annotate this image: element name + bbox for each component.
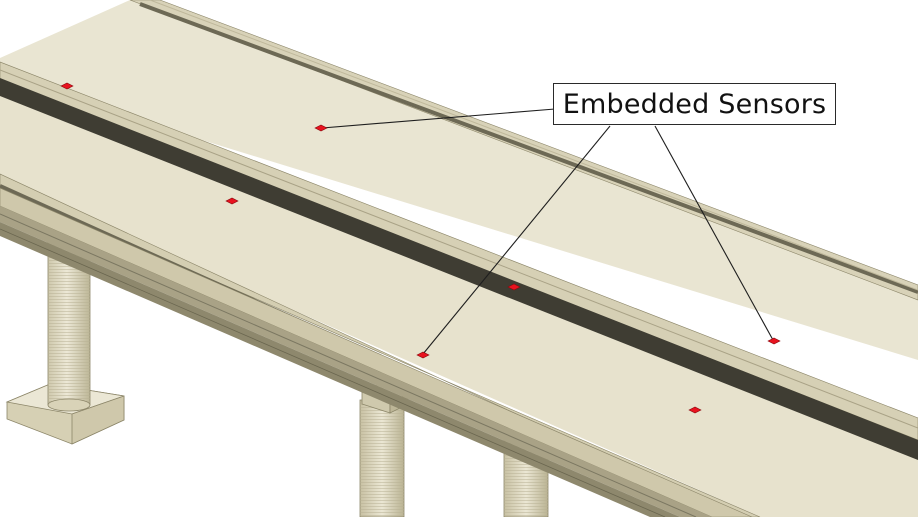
leader-line-2 xyxy=(422,125,611,355)
leader-line-1 xyxy=(321,108,556,129)
callout-label: Embedded Sensors xyxy=(562,88,827,120)
central-median xyxy=(0,61,918,462)
embedded-sensors-callout: Embedded Sensors xyxy=(553,83,836,125)
sensor-marker xyxy=(767,337,781,345)
callout-leader-lines xyxy=(321,108,774,355)
sensor-marker xyxy=(688,406,702,414)
sensor-marker xyxy=(225,197,239,205)
sensor-marker xyxy=(60,82,74,90)
leader-line-3 xyxy=(654,125,774,341)
sensor-marker xyxy=(507,283,521,291)
sensor-marker xyxy=(314,124,328,132)
far-bridge-deck xyxy=(0,0,918,360)
sensor-marker xyxy=(416,351,430,359)
sensor-markers xyxy=(60,82,781,414)
